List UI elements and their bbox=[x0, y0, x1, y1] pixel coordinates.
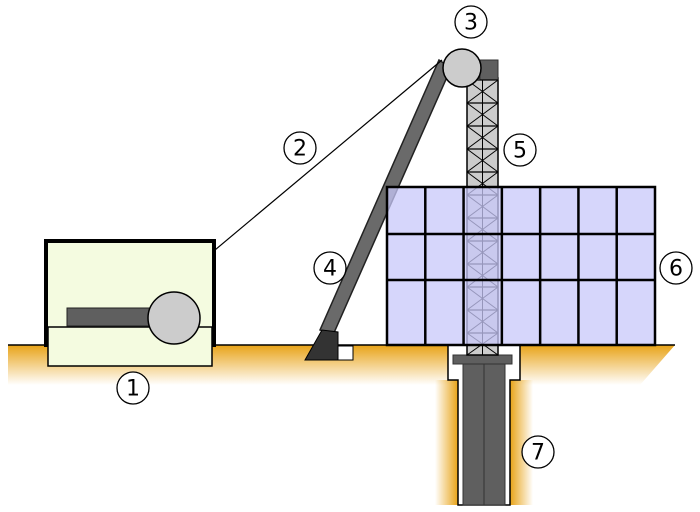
label-4: 4 bbox=[313, 251, 347, 285]
svg-text:7: 7 bbox=[531, 441, 545, 466]
svg-text:3: 3 bbox=[464, 11, 478, 36]
label-5: 5 bbox=[503, 133, 537, 167]
svg-text:2: 2 bbox=[293, 137, 307, 162]
hoist-drum bbox=[147, 291, 201, 345]
structure-line bbox=[466, 148, 499, 173]
structure-line bbox=[466, 79, 499, 104]
structure-line bbox=[466, 102, 499, 127]
building bbox=[385, 185, 657, 347]
hoist-house bbox=[44, 239, 216, 367]
svg-text:6: 6 bbox=[669, 257, 683, 282]
ground bbox=[8, 344, 675, 505]
shaft bbox=[447, 344, 521, 506]
structure-line bbox=[466, 125, 499, 150]
sheave-wheel bbox=[442, 48, 482, 88]
svg-text:1: 1 bbox=[126, 377, 140, 402]
label-7: 7 bbox=[521, 435, 555, 469]
label-1: 1 bbox=[116, 371, 150, 405]
label-3: 3 bbox=[454, 5, 488, 39]
label-2: 2 bbox=[283, 131, 317, 165]
svg-text:4: 4 bbox=[323, 257, 337, 282]
boom bbox=[304, 58, 452, 361]
svg-text:5: 5 bbox=[513, 139, 527, 164]
label-6: 6 bbox=[659, 251, 693, 285]
